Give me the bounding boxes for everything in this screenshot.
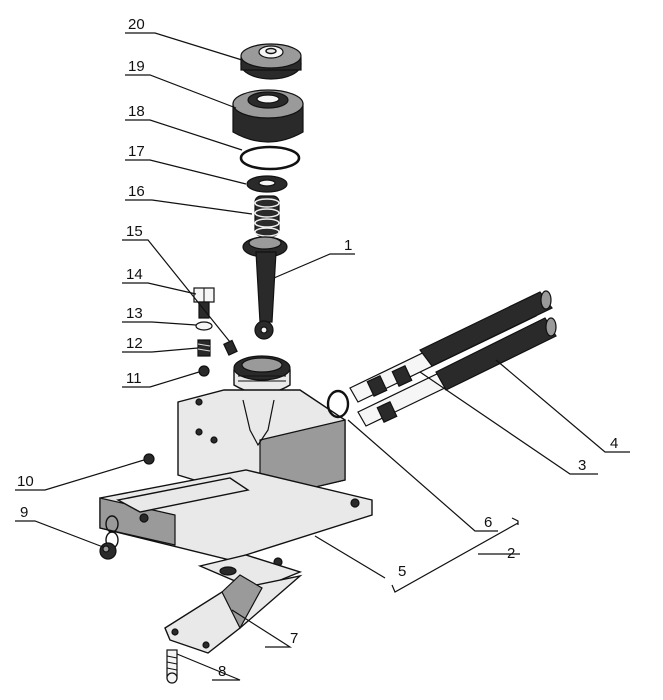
callout-6: 6	[484, 514, 492, 531]
part-12-spring	[197, 339, 211, 357]
callout-17: 17	[128, 143, 145, 160]
part-10-ball	[143, 453, 155, 465]
callout-4: 4	[610, 435, 618, 452]
part-4-shaft	[419, 290, 557, 391]
callout-8: 8	[218, 663, 226, 680]
part-7-bracket	[164, 574, 303, 654]
part-16-spring	[254, 195, 280, 237]
callout-labels: 20 19 18 17 16 15 14 13 12 11 10 9 8 7 5…	[17, 16, 618, 680]
part-8-screw	[166, 649, 178, 684]
callout-11: 11	[126, 370, 142, 387]
part-14-bolt	[193, 287, 215, 319]
callout-7: 7	[290, 630, 298, 647]
part-15-pin	[223, 339, 238, 356]
part-13-washer	[195, 321, 213, 331]
part-19-housing	[232, 89, 304, 143]
callout-2: 2	[507, 545, 515, 562]
callout-9: 9	[20, 504, 28, 521]
part-11-ball	[198, 365, 210, 377]
part-1-lever	[242, 236, 288, 340]
part-5-body	[99, 355, 373, 591]
leader-lines	[15, 32, 630, 681]
callout-16: 16	[128, 183, 145, 200]
callout-3: 3	[578, 457, 586, 474]
part-9-plug	[99, 542, 117, 560]
part-6-o-ring	[326, 389, 350, 419]
part-18-ring	[239, 145, 301, 171]
callout-19: 19	[128, 58, 145, 75]
callout-13: 13	[126, 305, 143, 322]
callout-5: 5	[398, 563, 406, 580]
callout-1: 1	[344, 237, 352, 254]
part-20-cap	[240, 43, 302, 80]
callout-20: 20	[128, 16, 145, 33]
callout-10: 10	[17, 473, 34, 490]
callout-15: 15	[126, 223, 143, 240]
part-17-washer	[246, 175, 288, 193]
callout-14: 14	[126, 266, 143, 283]
callout-18: 18	[128, 103, 145, 120]
callout-12: 12	[126, 335, 143, 352]
